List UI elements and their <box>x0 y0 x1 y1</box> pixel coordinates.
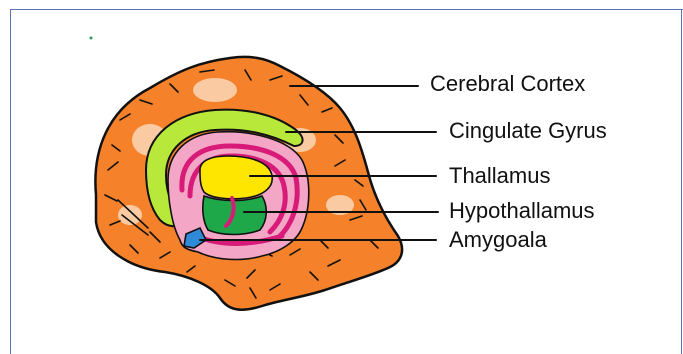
label-amygdala: Amygoala <box>449 228 547 252</box>
label-hypothalamus: Hypothallamus <box>449 199 595 223</box>
stray-dot <box>90 37 93 40</box>
label-thalamus: Thallamus <box>449 164 550 188</box>
label-cerebral-cortex: Cerebral Cortex <box>430 72 585 96</box>
label-cingulate-gyrus: Cingulate Gyrus <box>449 119 607 143</box>
thalamus-region <box>200 156 272 199</box>
